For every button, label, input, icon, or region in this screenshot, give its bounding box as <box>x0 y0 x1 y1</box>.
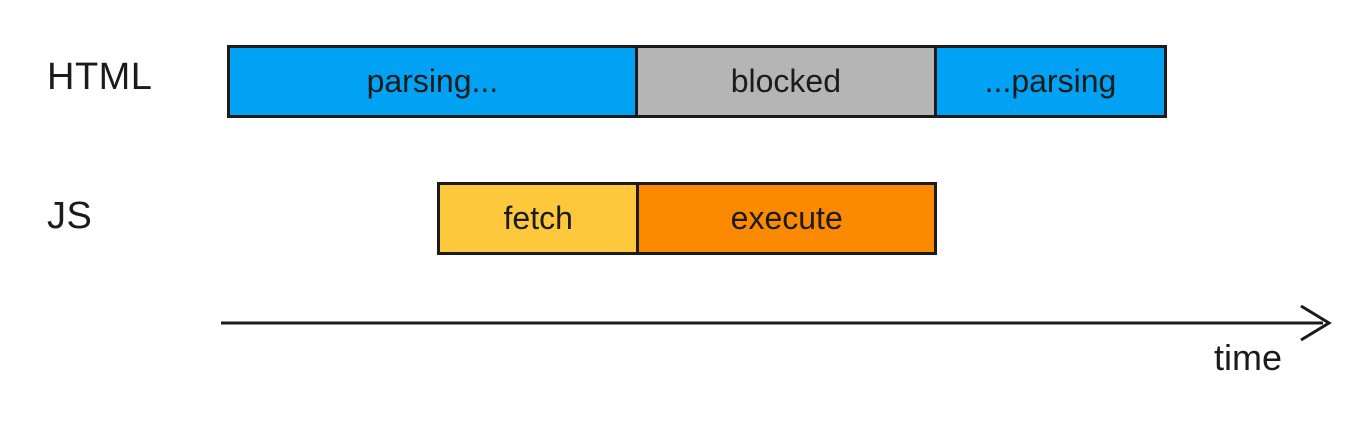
row-label-js: JS <box>47 195 93 237</box>
js-loading-track: fetch execute <box>437 182 937 255</box>
timeline-segment-parsing-start: parsing... <box>230 48 635 115</box>
segment-label-blocked: blocked <box>730 63 841 99</box>
timeline-segment-execute: execute <box>636 185 934 252</box>
timeline-segment-fetch: fetch <box>440 185 637 252</box>
segment-label-execute: execute <box>730 200 843 236</box>
html-parsing-track: parsing... blocked ...parsing <box>227 45 1167 118</box>
row-label-html: HTML <box>47 56 153 98</box>
timeline-segment-blocked: blocked <box>634 48 934 115</box>
time-axis-label: time <box>1214 337 1283 378</box>
time-axis-arrowhead-icon <box>1300 304 1332 342</box>
segment-label-fetch: fetch <box>503 200 573 236</box>
segment-label-parsing-resume: ...parsing <box>984 63 1117 99</box>
segment-label-parsing-start: parsing... <box>366 63 499 99</box>
timeline-segment-parsing-resume: ...parsing <box>933 48 1164 115</box>
